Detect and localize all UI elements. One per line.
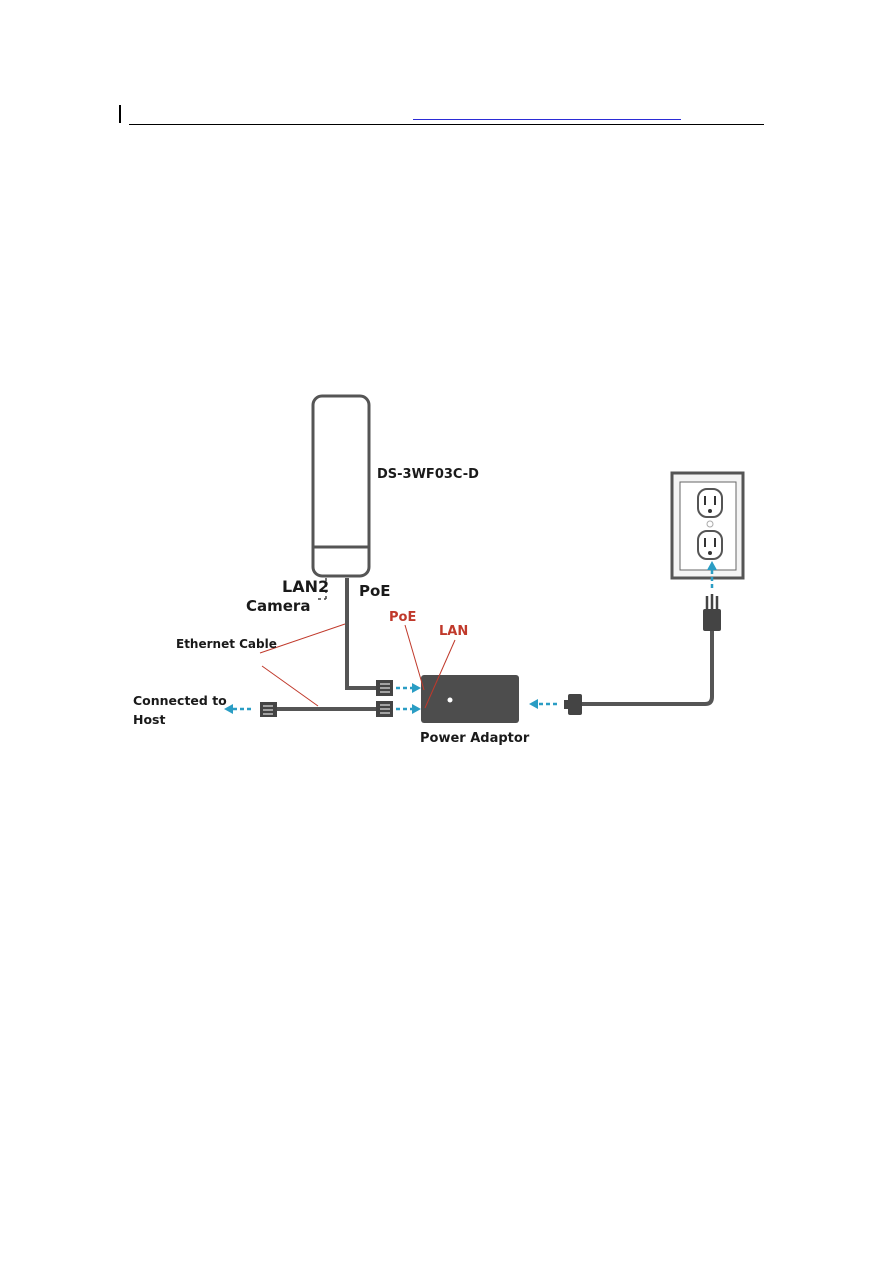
lan2-label: LAN2 [282, 577, 329, 596]
power-adaptor-label: Power Adaptor [420, 731, 530, 746]
power-adaptor [421, 675, 519, 723]
lan-port-label: LAN [439, 624, 468, 639]
rj45-plug-icon [376, 701, 393, 717]
ethernet-cable-label: Ethernet Cable [176, 637, 277, 651]
arrow-right-icon [396, 704, 421, 714]
power-plug-icon [703, 594, 721, 631]
camera-label: Camera [246, 597, 310, 615]
pointer-lines [259, 623, 456, 709]
header-rule [129, 124, 764, 125]
poe-device-label: PoE [359, 582, 391, 600]
arrow-right-icon [396, 683, 421, 693]
ethernet-cables [276, 578, 714, 711]
arrow-left-icon [224, 704, 252, 714]
lan2-port-indicator [318, 578, 327, 600]
header-link-underline[interactable] [413, 119, 681, 120]
wall-outlet-icon [670, 471, 745, 580]
power-plug-icon [564, 694, 582, 715]
arrow-left-icon [529, 699, 558, 709]
bridge-device [311, 394, 371, 578]
poe-port-label: PoE [389, 610, 416, 625]
connected-to-label: Connected to [133, 693, 227, 708]
rj45-plug-icon [260, 702, 277, 717]
device-model-label: DS-3WF03C-D [377, 467, 479, 482]
header-marker [119, 105, 121, 123]
rj45-plug-icon [376, 680, 393, 696]
host-label: Host [133, 712, 165, 727]
arrow-up-icon [707, 561, 717, 589]
